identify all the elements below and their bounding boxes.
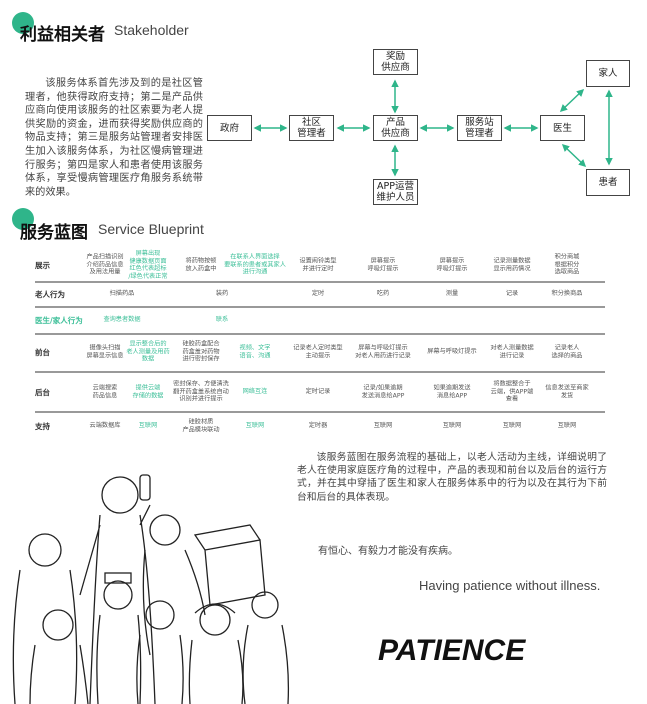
blueprint-cell: 对老人测量数据 进行记录 bbox=[490, 344, 534, 359]
stakeholder-title: 利益相关者 bbox=[20, 25, 105, 45]
node-government: 政府 bbox=[207, 115, 252, 141]
blueprint-cell: 联系 bbox=[215, 316, 229, 324]
stakeholder-paragraph: 该服务体系首先涉及到的是社区管理者，他获得政府支持；第二是产品供应商向使用该服务… bbox=[25, 78, 203, 198]
person-figure bbox=[242, 591, 290, 704]
blueprint-cell: 记录测量数据 显示用药情况 bbox=[493, 257, 531, 272]
node-app-maintainer: APP运营 维护人员 bbox=[373, 179, 418, 205]
slogan-en: Having patience without illness. bbox=[419, 578, 601, 593]
node-station-manager: 服务站 管理者 bbox=[457, 115, 502, 141]
row-label: 前台 bbox=[35, 348, 50, 357]
node-patient: 患者 bbox=[586, 169, 630, 196]
arrow-doctor-family bbox=[559, 88, 585, 113]
row-label: 后台 bbox=[35, 388, 50, 397]
blueprint-title-en: Service Blueprint bbox=[98, 221, 204, 237]
blueprint-cell: 屏幕提示 呼吸灯提示 bbox=[367, 257, 399, 272]
blueprint-cell: 互联网 bbox=[245, 422, 265, 430]
blueprint-cell: 屏幕出现 健康数据页面 红色代表超标 /绿色代表正常 bbox=[128, 249, 168, 280]
blueprint-cell: 云端数据库 bbox=[89, 422, 121, 430]
row-label: 医生/家人行为 bbox=[35, 316, 83, 325]
blueprint-cell: 摄像头扫描 屏幕显示信息 bbox=[86, 344, 124, 359]
blueprint-cell: 如果逾期发送 消息给APP bbox=[433, 384, 471, 399]
person-figure bbox=[79, 474, 156, 704]
blueprint-cell: 吃药 bbox=[376, 290, 390, 298]
person-figure bbox=[136, 600, 184, 704]
blueprint-cell: 互联网 bbox=[502, 422, 522, 430]
blueprint-cell: 提供云端 存储的数据 bbox=[132, 384, 164, 399]
blueprint-cell: 记录 bbox=[505, 290, 519, 298]
slogan-cn: 有恒心、有毅力才能没有疾病。 bbox=[318, 546, 458, 557]
row-label: 支持 bbox=[35, 422, 50, 431]
blueprint-cell: 积分商城 根据积分 选取商品 bbox=[554, 253, 580, 276]
node-product-supplier: 产品 供应商 bbox=[373, 115, 418, 141]
blueprint-cell: 云端搜索 药品信息 bbox=[92, 384, 118, 399]
node-community-manager: 社区 管理者 bbox=[289, 115, 334, 141]
stakeholder-title-en: Stakeholder bbox=[114, 22, 189, 38]
blueprint-cell: 互联网 bbox=[373, 422, 393, 430]
blueprint-cell: 互联网 bbox=[442, 422, 462, 430]
divider bbox=[35, 306, 605, 308]
blueprint-cell: 显示整合后的 老人测量及用药 数据 bbox=[126, 340, 170, 363]
divider bbox=[35, 411, 605, 413]
divider bbox=[35, 281, 605, 283]
node-reward-supplier: 奖励 供应商 bbox=[373, 49, 418, 75]
node-family: 家人 bbox=[586, 60, 630, 87]
blueprint-cell: 记录老人定时类型 主动提示 bbox=[293, 344, 343, 359]
blueprint-cell: 屏幕提示 呼吸灯提示 bbox=[436, 257, 468, 272]
blueprint-cell: 在联系人界面选择 要联系的患者或其家人 进行沟通 bbox=[224, 253, 286, 276]
stakeholder-arrows bbox=[253, 79, 613, 177]
person-figure bbox=[29, 609, 89, 704]
blueprint-cell: 硅胶材质 产品模块联动 bbox=[182, 418, 220, 433]
blueprint-cell: 测量 bbox=[445, 290, 459, 298]
blueprint-paragraph: 该服务蓝图在服务流程的基础上，以老人活动为主线，详细说明了老人在使用家庭医疗角的… bbox=[297, 452, 607, 503]
arrow-doctor-patient bbox=[561, 143, 587, 168]
blueprint-cell: 将药物按顿 放入药盒中 bbox=[185, 257, 217, 272]
person-figure bbox=[188, 603, 244, 704]
person-figure bbox=[12, 533, 78, 704]
blueprint-cell: 定时记录 bbox=[305, 388, 331, 396]
blueprint-cell: 硅胶药盒配合 药盒盖对药物 进行密封保存 bbox=[182, 340, 220, 363]
blueprint-cell: 网络互连 bbox=[242, 388, 268, 396]
blueprint-cell: 互联网 bbox=[138, 422, 158, 430]
blueprint-cell: 定时器 bbox=[308, 422, 328, 430]
blueprint-cell: 查询患者数据 bbox=[103, 316, 141, 324]
blueprint-cell: 记录老人 选择的商品 bbox=[551, 344, 583, 359]
blueprint-cell: 设置闹铃类型 并进行定时 bbox=[299, 257, 337, 272]
section-dot bbox=[12, 12, 34, 34]
blueprint-cell: 屏幕与呼吸灯提示 bbox=[427, 348, 477, 356]
blueprint-cell: 密封保存、方便清洗 翻开药盒盖系统自动 识别并进行提示 bbox=[173, 380, 229, 403]
blueprint-cell: 信息发送至商家 发货 bbox=[545, 384, 589, 399]
section-dot bbox=[12, 208, 34, 230]
blueprint-cell: 积分换商品 bbox=[551, 290, 583, 298]
blueprint-cell: 视频、文字 语音、沟通 bbox=[239, 344, 271, 359]
blueprint-cell: 定时 bbox=[311, 290, 325, 298]
blueprint-cell: 将数据整合于 云端，供APP端 查看 bbox=[490, 380, 534, 403]
blueprint-cell: 互联网 bbox=[557, 422, 577, 430]
node-doctor: 医生 bbox=[540, 115, 585, 141]
blueprint-cell: 产品扫描识别 介绍药品信息 及用法用量 bbox=[86, 253, 124, 276]
divider bbox=[35, 371, 605, 373]
people-illustration bbox=[12, 474, 290, 704]
divider bbox=[35, 333, 605, 335]
patience-logo: PATIENCE bbox=[378, 634, 526, 667]
blueprint-cell: 扫描药品 bbox=[109, 290, 135, 298]
box-sketch bbox=[193, 524, 266, 606]
row-label: 老人行为 bbox=[35, 290, 65, 299]
blueprint-title: 服务蓝图 bbox=[20, 223, 88, 243]
blueprint-cell: 记录/如果逾期 发送消息给APP bbox=[361, 384, 405, 399]
blueprint-cell: 装药 bbox=[215, 290, 229, 298]
row-label: 展示 bbox=[35, 261, 50, 270]
person-figure bbox=[96, 572, 142, 704]
blueprint-cell: 屏幕与呼吸灯提示 对老人用药进行记录 bbox=[355, 344, 411, 359]
